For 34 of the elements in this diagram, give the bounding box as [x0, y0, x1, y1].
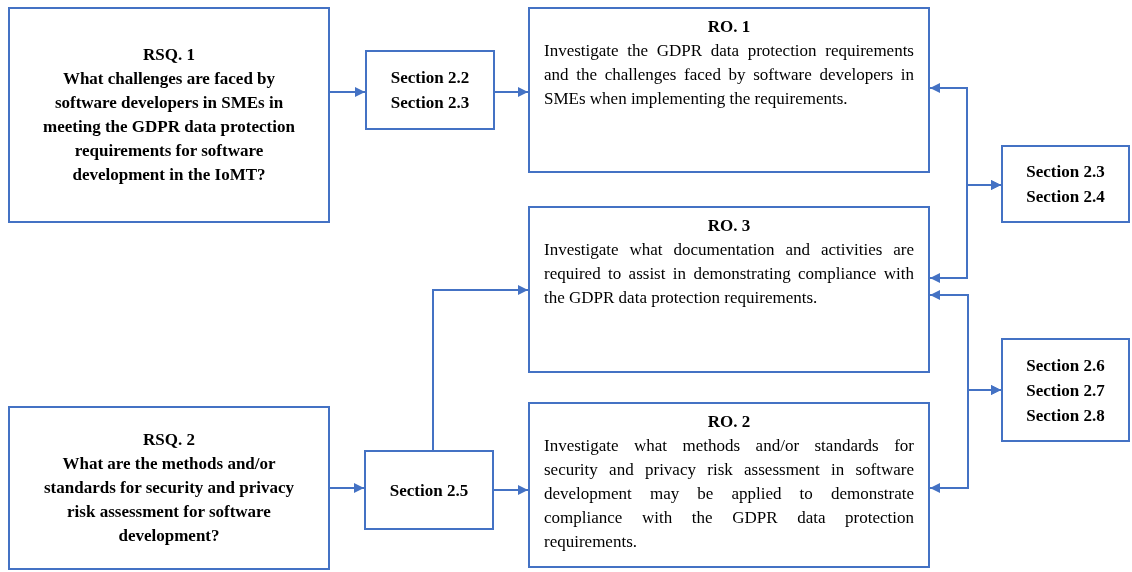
objective-text: Investigate what documentation and activities are required to assist in demonstrating compliance with the GDPR data protection requirements.	[544, 239, 914, 309]
box-heading: RSQ. 2	[143, 429, 195, 451]
section-reference: Section 2.7	[1026, 379, 1105, 402]
box-heading: RO. 2	[706, 411, 752, 433]
section-reference: Section 2.5	[389, 479, 469, 502]
arrow	[329, 483, 365, 493]
section-reference: Section 2.3	[390, 92, 470, 114]
objective-text: Investigate the GDPR data protection requirements and the challenges faced by software developers in SMEs when implementing the requirements.	[544, 40, 914, 110]
section-box	[364, 450, 494, 530]
arrow	[494, 87, 529, 97]
objective-box	[528, 206, 930, 373]
section-reference: Section 2.2	[390, 67, 470, 89]
objective-box	[528, 7, 930, 173]
box-heading: RO. 1	[706, 16, 752, 38]
section-reference: Section 2.8	[1026, 404, 1105, 427]
objective-text: Investigate what methods and/or standards for security and privacy risk assessment in software development may be applied to demonstrate compliance with the GDPR data protection requirements.	[544, 435, 914, 553]
objective-box	[528, 402, 930, 568]
arrow	[432, 285, 529, 451]
section-reference: Section 2.4	[1026, 186, 1105, 208]
section-reference: Section 2.3	[1026, 161, 1105, 183]
question-box	[8, 406, 330, 570]
section-reference: Section 2.6	[1026, 354, 1105, 377]
section-box	[365, 50, 495, 130]
section-box	[1001, 338, 1130, 442]
arrow	[493, 485, 529, 495]
question-text: What are the methods and/or standards for security and privacy risk assessment for software development?	[43, 453, 295, 547]
question-box	[8, 7, 330, 223]
section-box	[1001, 145, 1130, 223]
box-heading: RSQ. 1	[143, 44, 195, 66]
arrow	[329, 87, 366, 97]
arrow	[929, 180, 1002, 283]
question-text: What challenges are faced by software developers in SMEs in meeting the GDPR data protection requirements for software development in the IoMT?	[42, 68, 296, 186]
arrow	[929, 385, 1002, 493]
box-heading: RO. 3	[706, 215, 752, 237]
